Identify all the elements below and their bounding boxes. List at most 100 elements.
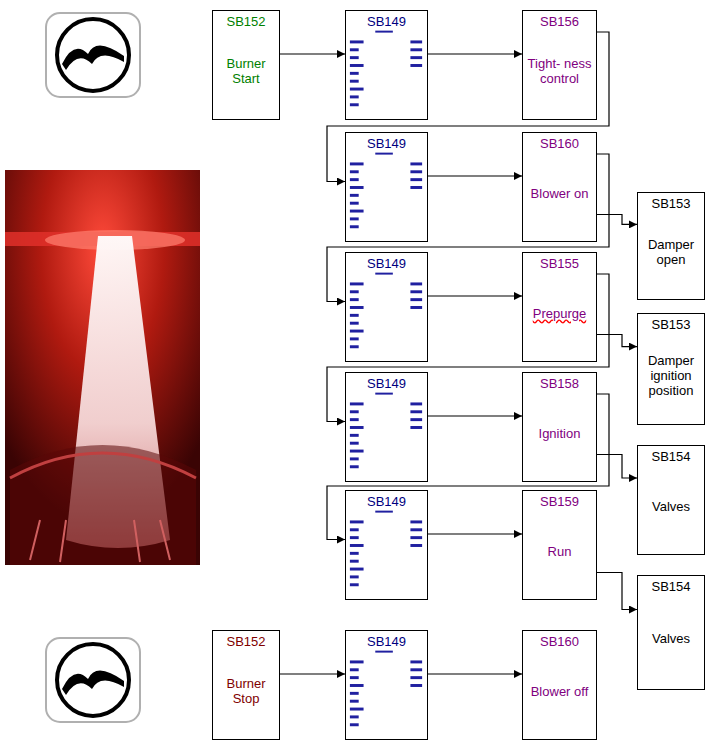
pin-mark: [410, 402, 422, 405]
function-box: SB154Valves: [637, 575, 705, 690]
pin-mark: [350, 723, 359, 726]
pin-mark: [350, 88, 364, 91]
signal-arrow: [428, 53, 522, 54]
block-number: SB153: [649, 196, 692, 211]
chamber-ring: [10, 453, 196, 478]
pin-mark: [410, 56, 422, 59]
pin-mark: [350, 64, 364, 67]
block-label: Damper open: [638, 211, 704, 299]
pin-mark: [410, 544, 422, 547]
pin-mark: [350, 210, 364, 213]
pin-mark: [350, 402, 364, 405]
block-number: SB153: [649, 317, 692, 332]
pin-mark: [410, 48, 422, 51]
pin-mark: [410, 186, 422, 189]
pin-mark: [350, 194, 359, 197]
function-box: SB158Ignition: [522, 372, 597, 482]
block-number: SB160: [538, 634, 581, 649]
pin-mark: [410, 684, 422, 687]
pin-mark: [350, 306, 364, 309]
block-label: Prepurge: [523, 271, 596, 361]
pin-mark: [350, 544, 364, 547]
pin-mark: [350, 434, 359, 437]
pin-mark: [375, 651, 393, 653]
pin-mark: [350, 48, 359, 51]
function-box: SB155Prepurge: [522, 252, 597, 362]
pin-mark: [410, 418, 422, 421]
icon-frame: [46, 13, 140, 97]
pin-mark: [410, 178, 422, 181]
pin-mark: [350, 528, 359, 531]
function-box: SB160Blower on: [522, 132, 597, 242]
pin-mark: [350, 72, 359, 75]
pin-mark: [410, 290, 422, 293]
pin-mark: [350, 410, 359, 413]
pin-mark: [350, 552, 359, 555]
block-label: Valves: [638, 594, 704, 689]
block-number: SB156: [538, 14, 581, 29]
block-number: SB149: [365, 256, 408, 271]
signal-arrow: [428, 673, 522, 674]
pin-mark: [350, 684, 364, 687]
block-label: Ignition: [523, 391, 596, 481]
block-number: SB154: [649, 579, 692, 594]
pin-mark: [410, 520, 422, 523]
flame-photo: [5, 170, 200, 565]
pin-mark: [350, 668, 359, 671]
chamber-shade: [10, 445, 196, 565]
burner-icon: [46, 13, 140, 97]
block-number: SB149: [365, 136, 408, 151]
pin-mark: [410, 660, 422, 663]
signal-arrow: [428, 175, 522, 176]
function-box: SB153Damper open: [637, 192, 705, 300]
pin-mark: [350, 162, 364, 165]
block-number: SB149: [365, 494, 408, 509]
signal-arrow: [280, 673, 345, 674]
function-box: SB152Burner Start: [212, 10, 280, 120]
pin-mark: [350, 282, 364, 285]
block-number: SB149: [365, 376, 408, 391]
signal-arrow: [428, 415, 522, 416]
function-box: SB160Blower off: [522, 630, 597, 740]
signal-arrow: [597, 573, 637, 610]
pin-mark: [410, 676, 422, 679]
signal-arrow: [597, 335, 637, 347]
pin-mark: [350, 465, 359, 468]
pin-mark: [410, 536, 422, 539]
pin-mark: [350, 715, 359, 718]
block-number: SB159: [538, 494, 581, 509]
logic-block: SB149: [345, 630, 428, 740]
pin-mark: [350, 170, 359, 173]
pin-mark: [350, 676, 359, 679]
pin-mark: [350, 298, 359, 301]
block-label: Burner Stop: [213, 649, 279, 739]
pin-mark: [410, 162, 422, 165]
signal-arrow: [428, 533, 522, 534]
block-label: Blower on: [523, 151, 596, 241]
pin-mark: [375, 31, 393, 33]
pin-mark: [350, 225, 359, 228]
function-box: SB156Tight- ness control: [522, 10, 597, 120]
pin-mark: [350, 103, 359, 106]
block-label: Damper ignition position: [638, 332, 704, 424]
pin-mark: [410, 410, 422, 413]
pin-mark: [350, 457, 359, 460]
block-number: SB152: [224, 634, 267, 649]
pin-mark: [350, 217, 359, 220]
icon-flame: [62, 45, 124, 70]
logic-block: SB149: [345, 132, 428, 242]
function-box: SB152Burner Stop: [212, 630, 280, 740]
signal-arrow: [597, 215, 637, 225]
logic-block: SB149: [345, 490, 428, 600]
function-box: SB154Valves: [637, 445, 705, 555]
burner-icon: [46, 638, 140, 722]
icon-ring: [57, 644, 129, 716]
block-number: SB152: [224, 14, 267, 29]
pin-mark: [350, 575, 359, 578]
pin-mark: [410, 306, 422, 309]
pin-mark: [410, 668, 422, 671]
icon-ring: [57, 19, 129, 91]
pin-mark: [350, 583, 359, 586]
block-number: SB158: [538, 376, 581, 391]
pin-mark: [350, 290, 359, 293]
